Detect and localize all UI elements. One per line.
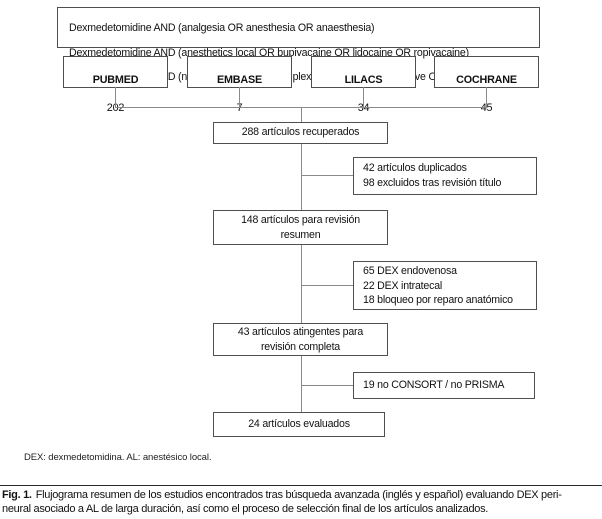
database-count: 45 — [480, 102, 493, 114]
branch-line — [301, 175, 353, 176]
search-query-line: Dexmedetomidine AND (anesthetics local O… — [69, 46, 469, 59]
excluded-consort-prisma-box: 19 no CONSORT / no PRISMA — [353, 372, 535, 399]
branch-line — [301, 285, 353, 286]
db-stub-line — [486, 87, 487, 107]
abbreviations-footnote: DEX: dexmedetomidina. AL: anestésico loc… — [24, 452, 212, 463]
db-stub-line — [115, 87, 116, 107]
excluded-administration-route-box: 65 DEX endovenosa 22 DEX intratecal 18 b… — [353, 261, 537, 310]
database-name: LILACS — [344, 73, 383, 86]
database-box-lilacs: LILACS 34 — [311, 56, 416, 114]
evaluated-box: 24 artículos evaluados — [213, 412, 385, 437]
full-review-box: 43 artículos atingentes para revisión co… — [213, 323, 388, 356]
database-name: PUBMED — [92, 73, 139, 86]
branch-line — [301, 385, 353, 386]
trunk-line — [301, 107, 302, 123]
database-name: COCHRANE — [456, 73, 517, 86]
trunk-line — [301, 143, 302, 211]
database-box-cochrane: COCHRANE 45 — [434, 56, 539, 114]
figure-caption: Fig. 1.Flujograma resumen de los estudio… — [2, 489, 601, 516]
database-count: 7 — [236, 102, 243, 114]
database-box-pubmed: PUBMED 202 — [63, 56, 168, 114]
database-name: EMBASE — [217, 73, 262, 86]
search-query-line: Dexmedetomidine AND (analgesia OR anesth… — [69, 22, 375, 35]
caption-label: Fig. 1. — [2, 489, 32, 501]
trunk-line — [301, 244, 302, 324]
db-stub-line — [363, 87, 364, 107]
abstract-review-box: 148 artículos para revisión resumen — [213, 210, 388, 245]
database-box-embase: EMBASE 7 — [187, 56, 292, 114]
excluded-duplicates-title-box: 42 artículos duplicados 98 excluidos tra… — [353, 157, 537, 195]
caption-line2: neural asociado a AL de larga duración, … — [2, 502, 489, 515]
trunk-line — [301, 355, 302, 413]
caption-line1: Flujograma resumen de los estudios encon… — [35, 489, 562, 501]
retrieved-box: 288 artículos recuperados — [213, 122, 388, 144]
database-count: 34 — [357, 102, 370, 114]
database-count: 202 — [106, 102, 125, 114]
search-strategy-box: Dexmedetomidine AND (analgesia OR anesth… — [57, 7, 540, 83]
db-stub-line — [239, 87, 240, 107]
caption-separator-line — [0, 485, 602, 486]
